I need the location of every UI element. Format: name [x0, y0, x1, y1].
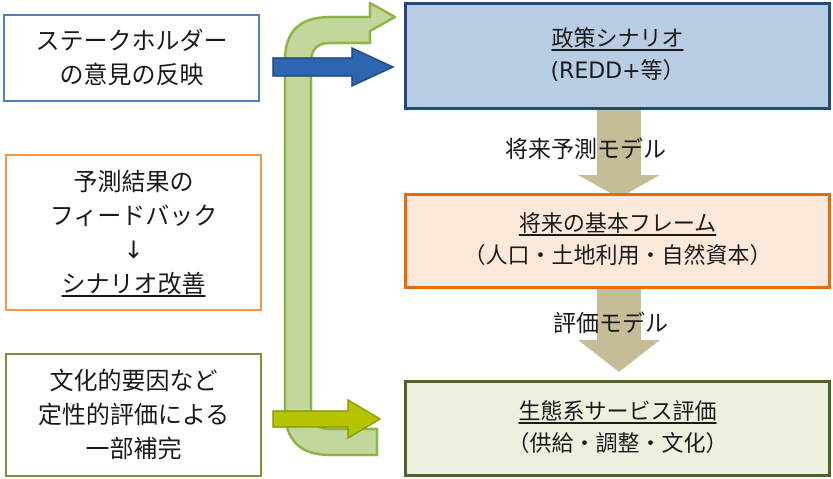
stakeholder-line2: の意見の反映 [59, 61, 204, 89]
ecosystem-services-subtitle: （供給・調整・文化） [507, 431, 728, 457]
feedback-down-arrow: ↓ [123, 235, 144, 264]
stakeholder-to-policy-arrow [272, 46, 395, 88]
cultural-line2: 定性的評価による [37, 401, 230, 429]
down-arrow-evaluation-model [578, 288, 660, 372]
feedback-line2: フィードバック [49, 201, 218, 230]
cultural-line1: 文化的要因など [49, 367, 218, 395]
stakeholder-line1: ステークホルダー [35, 27, 228, 55]
feedback-box: 予測結果の フィードバック ↓ シナリオ改善 [5, 154, 262, 311]
policy-scenario-title: 政策シナリオ [551, 27, 684, 52]
future-model-label: 将来予測モデル [505, 137, 666, 163]
feedback-line1: 予測結果の [73, 167, 194, 196]
cultural-box: 文化的要因など 定性的評価による 一部補完 [5, 353, 262, 477]
ecosystem-services-box: 生態系サービス評価 （供給・調整・文化） [404, 380, 831, 477]
down-arrow-future-model [578, 110, 660, 198]
cultural-to-ecosystem-arrow [272, 398, 382, 440]
policy-scenario-box: 政策シナリオ (REDD+等） [404, 2, 831, 110]
policy-scenario-subtitle: (REDD+等） [550, 59, 685, 84]
stakeholder-box: ステークホルダー の意見の反映 [3, 14, 260, 102]
future-framework-subtitle: （人口・土地利用・自然資本） [463, 244, 772, 269]
evaluation-model-label: 評価モデル [553, 311, 668, 337]
cultural-line3: 一部補完 [85, 435, 182, 463]
feedback-line3: シナリオ改善 [61, 269, 206, 298]
future-framework-title: 将来の基本フレーム [518, 212, 717, 237]
future-framework-box: 将来の基本フレーム （人口・土地利用・自然資本） [404, 193, 831, 289]
ecosystem-services-title: 生態系サービス評価 [518, 399, 717, 425]
